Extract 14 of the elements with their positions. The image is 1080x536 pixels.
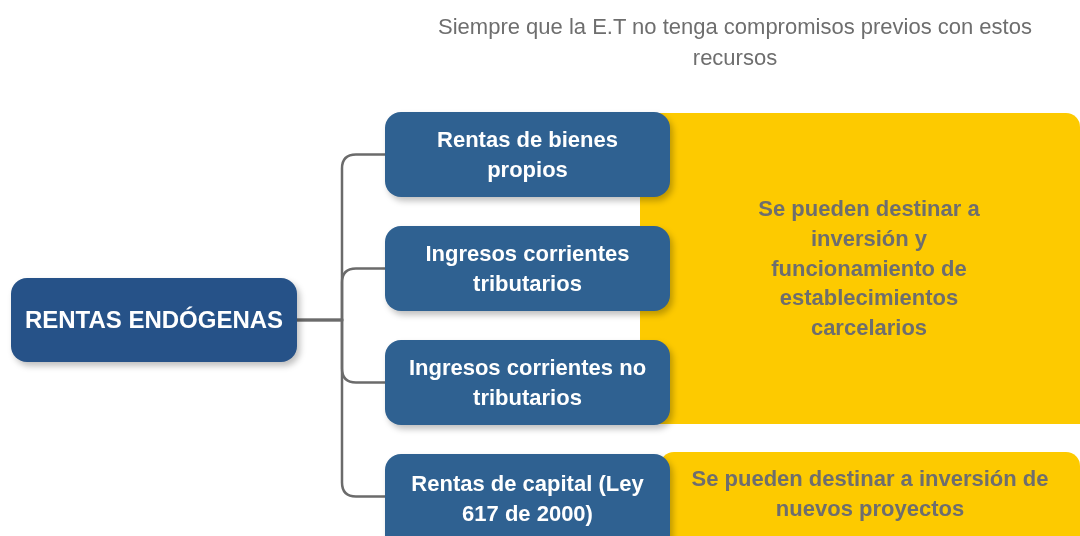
node-text: Ingresos corrientes tributarios (424, 239, 631, 298)
node-text: Rentas de capital (Ley 617 de 2000) (410, 470, 645, 528)
process-box (11, 278, 297, 362)
node-text: Se pueden destinar a inversión y funcionamiento de establecimientos carcelarios (757, 195, 981, 343)
node-text: Rentas de bienes propios (436, 125, 619, 184)
process-box (385, 340, 670, 425)
process-box (385, 226, 670, 311)
node-text: RENTAS ENDÓGENAS (24, 305, 284, 335)
connector-line (297, 318, 385, 498)
process-box (385, 454, 670, 536)
node-text: Se pueden destinar a inversión de nuevos proyectos (690, 465, 1050, 523)
process-box (385, 112, 670, 197)
node-text: Ingresos corrientes no tributarios (407, 353, 648, 412)
note-text: Siempre que la E.T no tenga compromisos previos con estos recursos (437, 13, 1033, 72)
